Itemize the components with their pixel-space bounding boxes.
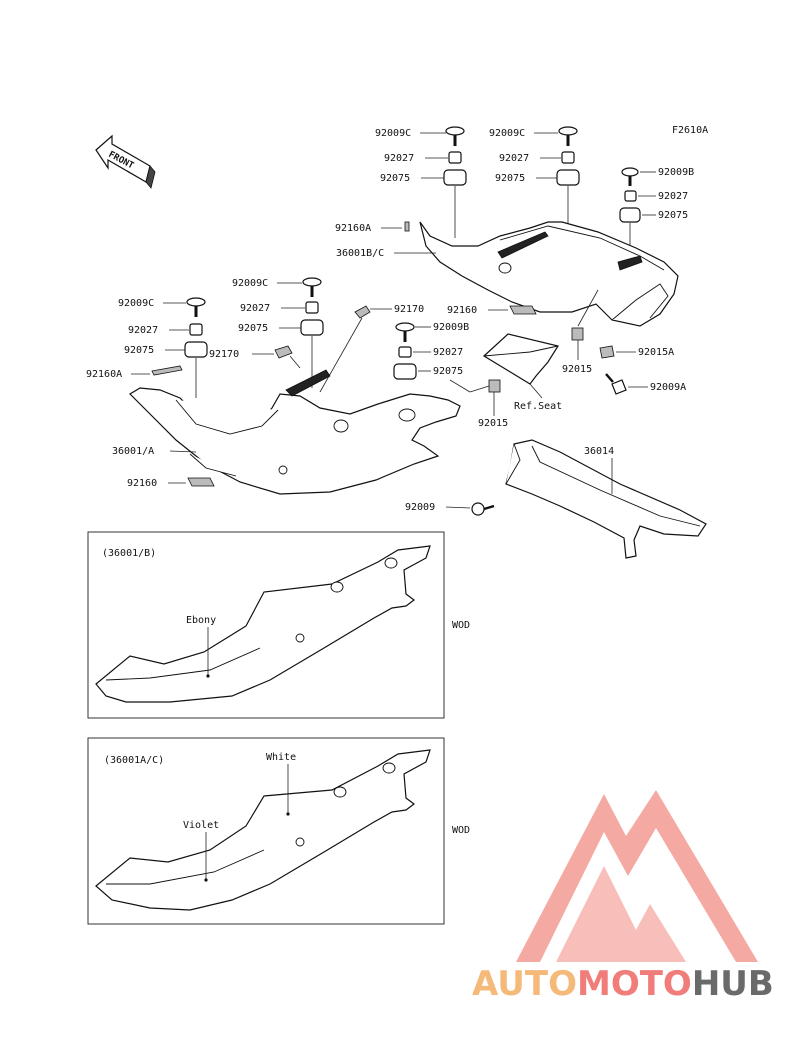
label-92027-2: 92027 [499,153,529,164]
rear-fender: 36014 92009 [405,439,707,559]
bolt-icon [302,277,322,287]
hardware-stack-1: 92009C 92027 92075 [375,126,467,238]
label-92160A-1: 92160A [335,223,371,234]
hardware-stack-2: 92009C 92027 92075 [489,126,580,236]
label-92009C-2: 92009C [489,128,525,139]
bolt-icon [621,167,639,177]
strip-92160-mid: 92160 [447,305,537,316]
grommet-icon [184,341,208,358]
logo-text-auto: AUTO [472,964,577,1004]
damper-icon [404,221,410,232]
collar-icon [448,151,462,164]
label-36001BC: 36001B/C [336,248,384,259]
label-92027-3: 92027 [658,191,688,202]
nut-clip-icon [571,327,584,341]
label-36014: 36014 [584,446,614,457]
label-92027-4: 92027 [240,303,270,314]
grommet-icon [300,319,324,336]
label-92160-1: 92160 [447,305,477,316]
damper-strip-icon [151,365,183,376]
bolt-icon [445,126,465,136]
label-92075-2: 92075 [495,173,525,184]
rivet-icon [471,502,485,516]
inset-2-color-violet: Violet [183,820,219,831]
bolt-icon [186,297,206,307]
hardware-stack-3: 92009B 92027 92075 [619,167,694,258]
logo-text-hub: HUB [692,964,774,1004]
collar-icon [624,190,637,202]
label-36001A: 36001/A [112,446,154,457]
ref-seat: Ref.Seat 92015 [449,333,562,429]
nut-clip-icon [599,345,615,359]
inset-1-note: WOD [452,620,470,631]
nut-clip-icon [488,379,501,393]
lower-side-cover: 36001/A 92160 [112,369,461,495]
bolt-icon [558,126,578,136]
label-92009A: 92009A [650,382,686,393]
clips-92170: 92170 92170 [209,304,424,393]
inset-2-color-white: White [266,752,296,763]
logo-text-moto: MOTO [577,964,692,1004]
collar-icon [189,323,203,336]
label-92027-5: 92027 [128,325,158,336]
label-92015A: 92015A [638,347,674,358]
logo-text: AUTOMOTOHUB [472,964,774,1004]
label-92075-4: 92075 [238,323,268,334]
screw-icon [611,379,627,395]
label-92075-1: 92075 [380,173,410,184]
inset-1-title: (36001/B) [102,548,156,559]
label-92170-2: 92170 [209,349,239,360]
automotohub-logo: AUTOMOTOHUB [472,790,774,1004]
label-92009B-2: 92009B [433,322,469,333]
grommet-icon [619,207,641,223]
collar-icon [305,301,319,314]
ref-seat-label: Ref.Seat [514,401,562,412]
inset-1-color-ebony: Ebony [186,615,216,626]
inset-2-title: (36001A/C) [104,755,164,766]
inset-2-note: WOD [452,825,470,836]
right-small-parts: 92015 92015A 92009A [562,289,686,395]
label-92170-1: 92170 [394,304,424,315]
hardware-stack-6: 92009B 92027 92075 [393,322,469,380]
hardware-stack-4: 92009C 92027 92075 [232,277,324,388]
label-92075-5: 92075 [124,345,154,356]
collar-icon [398,346,412,358]
label-92075-3: 92075 [658,210,688,221]
label-92015-1: 92015 [478,418,508,429]
label-92015-2: 92015 [562,364,592,375]
diagram-code: F2610A [672,125,708,136]
label-92009B-1: 92009B [658,167,694,178]
label-92075-6: 92075 [433,366,463,377]
logo-triangle-icon [516,790,758,962]
clip-icon [274,345,293,359]
grommet-icon [443,169,467,186]
inset-36001AC: (36001A/C) White Violet WOD [87,737,470,925]
label-92009: 92009 [405,502,435,513]
inset-36001B: (36001/B) Ebony WOD [87,531,470,719]
bolt-icon [395,322,415,332]
upper-side-cover: 92160A 36001B/C [335,221,679,327]
collar-icon [561,151,575,164]
label-92009C-1: 92009C [375,128,411,139]
label-92160A-2: 92160A [86,369,122,380]
label-92009C-3: 92009C [232,278,268,289]
label-92027-6: 92027 [433,347,463,358]
grommet-icon [393,363,417,380]
label-92009C-4: 92009C [118,298,154,309]
label-92027-1: 92027 [384,153,414,164]
front-arrow: FRONT [95,134,156,189]
label-92160-2: 92160 [127,478,157,489]
grommet-icon [556,169,580,186]
clip-icon [354,305,371,319]
hardware-stack-5: 92009C 92027 92075 92160A [86,297,208,398]
